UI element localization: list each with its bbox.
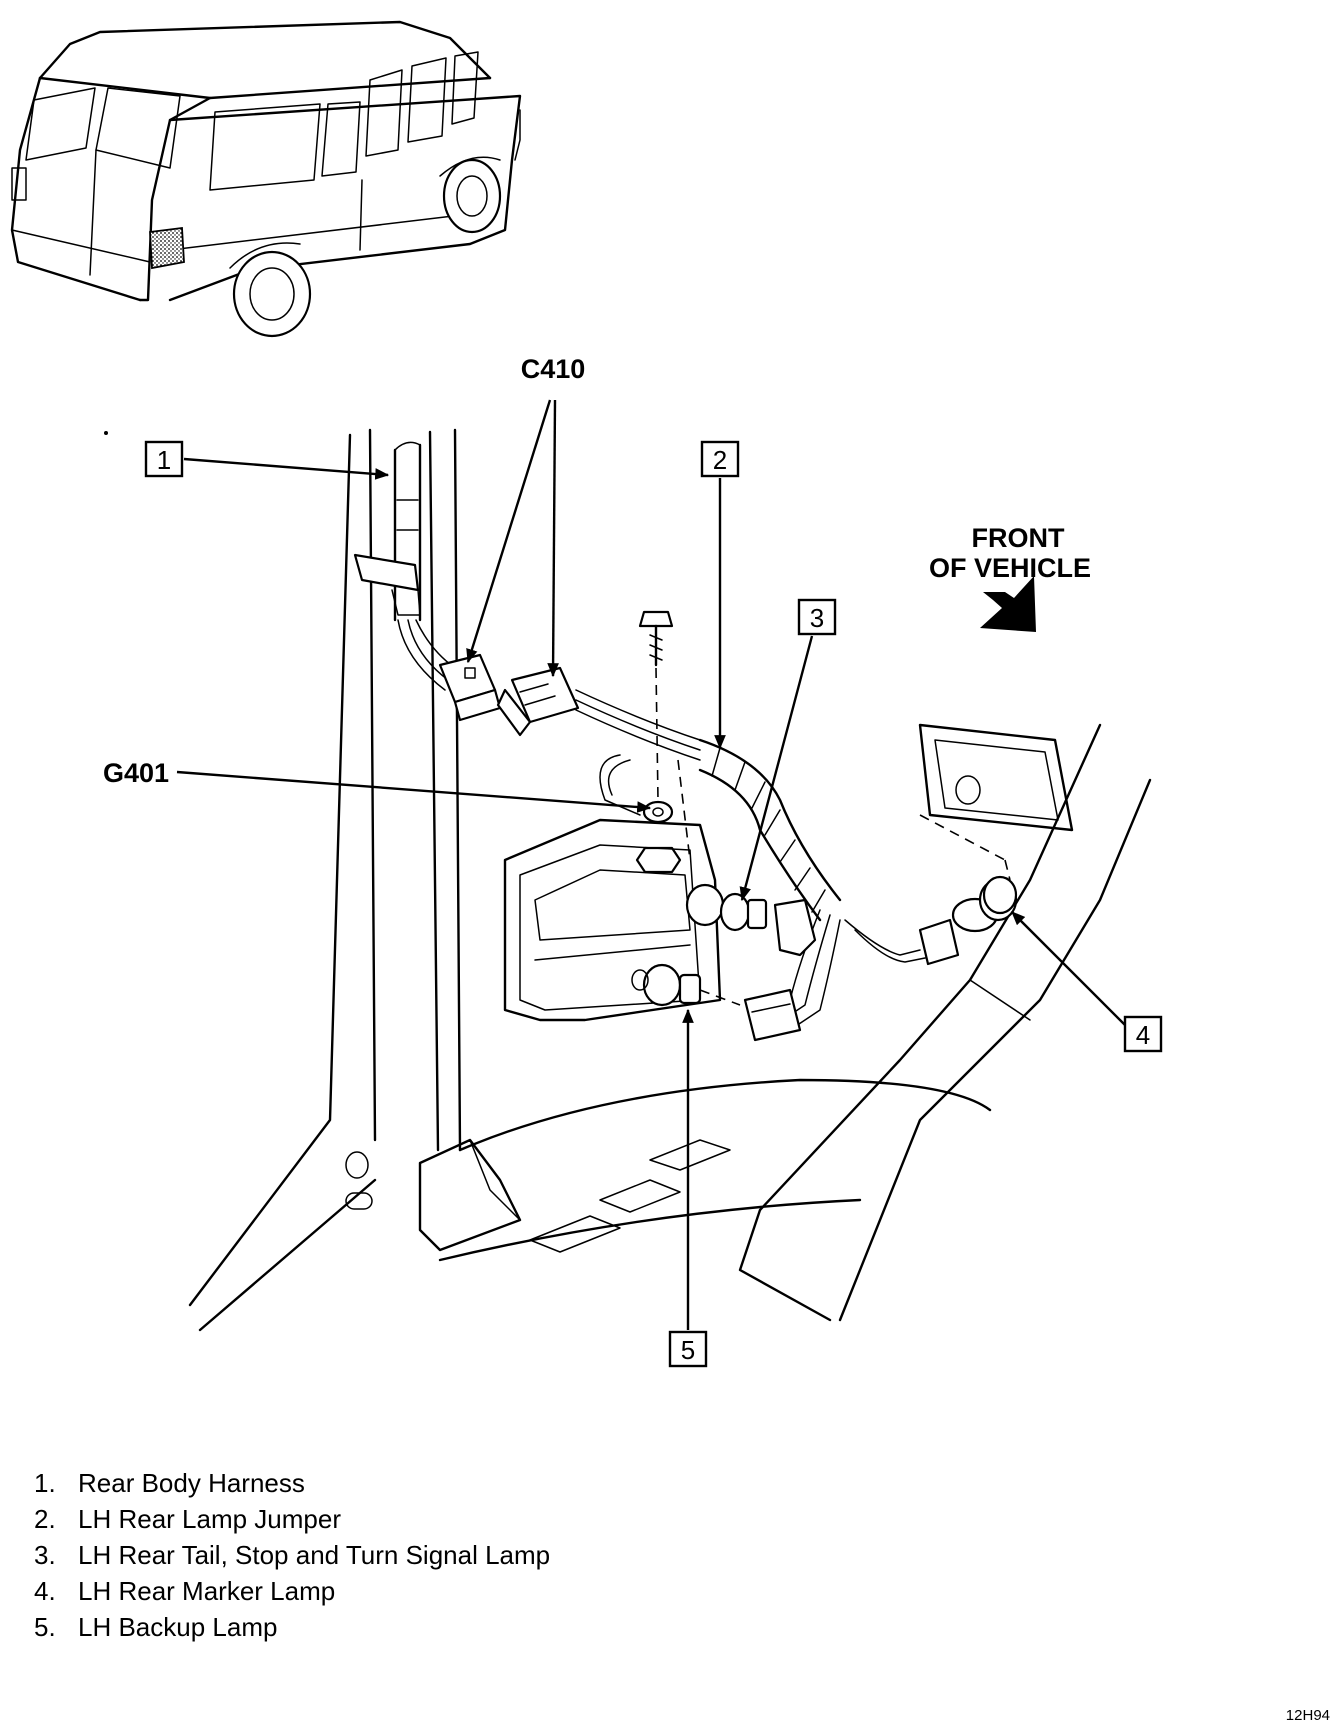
legend-text: LH Rear Lamp Jumper bbox=[78, 1504, 341, 1534]
legend-item: 4. LH Rear Marker Lamp bbox=[34, 1573, 550, 1609]
callout-2: 2 bbox=[700, 440, 740, 478]
lamp-assemblies bbox=[503, 723, 1074, 1022]
van-locator-view bbox=[10, 20, 522, 338]
callout-3: 3 bbox=[797, 598, 837, 636]
body-panel-structure bbox=[188, 428, 1152, 1332]
legend-item: 3. LH Rear Tail, Stop and Turn Signal Lam… bbox=[34, 1537, 550, 1573]
callout-4: 4 bbox=[1123, 1015, 1163, 1053]
legend-item: 2. LH Rear Lamp Jumper bbox=[34, 1501, 550, 1537]
legend-text: Rear Body Harness bbox=[78, 1468, 305, 1498]
callout-1: 1 bbox=[144, 440, 184, 478]
legend-number: 3. bbox=[34, 1540, 56, 1570]
legend-text: LH Rear Marker Lamp bbox=[78, 1576, 336, 1606]
callout-number: 4 bbox=[1136, 1020, 1150, 1050]
callout-number: 5 bbox=[681, 1335, 695, 1365]
front-of-vehicle-line1: FRONT bbox=[972, 523, 1065, 553]
callout-leaders bbox=[104, 399, 1126, 1330]
legend-item: 1. Rear Body Harness bbox=[34, 1465, 550, 1501]
legend-text: LH Rear Tail, Stop and Turn Signal Lamp bbox=[78, 1540, 551, 1570]
callout-number: 2 bbox=[713, 445, 727, 475]
harness-assembly bbox=[353, 441, 1018, 1042]
legend-number: 2. bbox=[34, 1504, 56, 1534]
legend-text: LH Backup Lamp bbox=[78, 1612, 278, 1642]
legend-number: 1. bbox=[34, 1468, 56, 1498]
front-of-vehicle-line2: OF VEHICLE bbox=[929, 553, 1091, 583]
callout-number: 3 bbox=[810, 603, 824, 633]
callout-number: 1 bbox=[157, 445, 171, 475]
figure-code: 12H94 bbox=[1286, 1707, 1330, 1724]
legend-number: 5. bbox=[34, 1612, 56, 1642]
callout-5: 5 bbox=[668, 1330, 708, 1368]
legend-number: 4. bbox=[34, 1576, 56, 1606]
parts-legend: 1. Rear Body Harness 2. LH Rear Lamp Jumpe… bbox=[34, 1465, 550, 1645]
ground-label-g401: G401 bbox=[103, 758, 169, 788]
connector-label-c410: C410 bbox=[521, 354, 586, 384]
front-arrow-icon bbox=[980, 576, 1036, 632]
legend-item: 5. LH Backup Lamp bbox=[34, 1609, 550, 1645]
